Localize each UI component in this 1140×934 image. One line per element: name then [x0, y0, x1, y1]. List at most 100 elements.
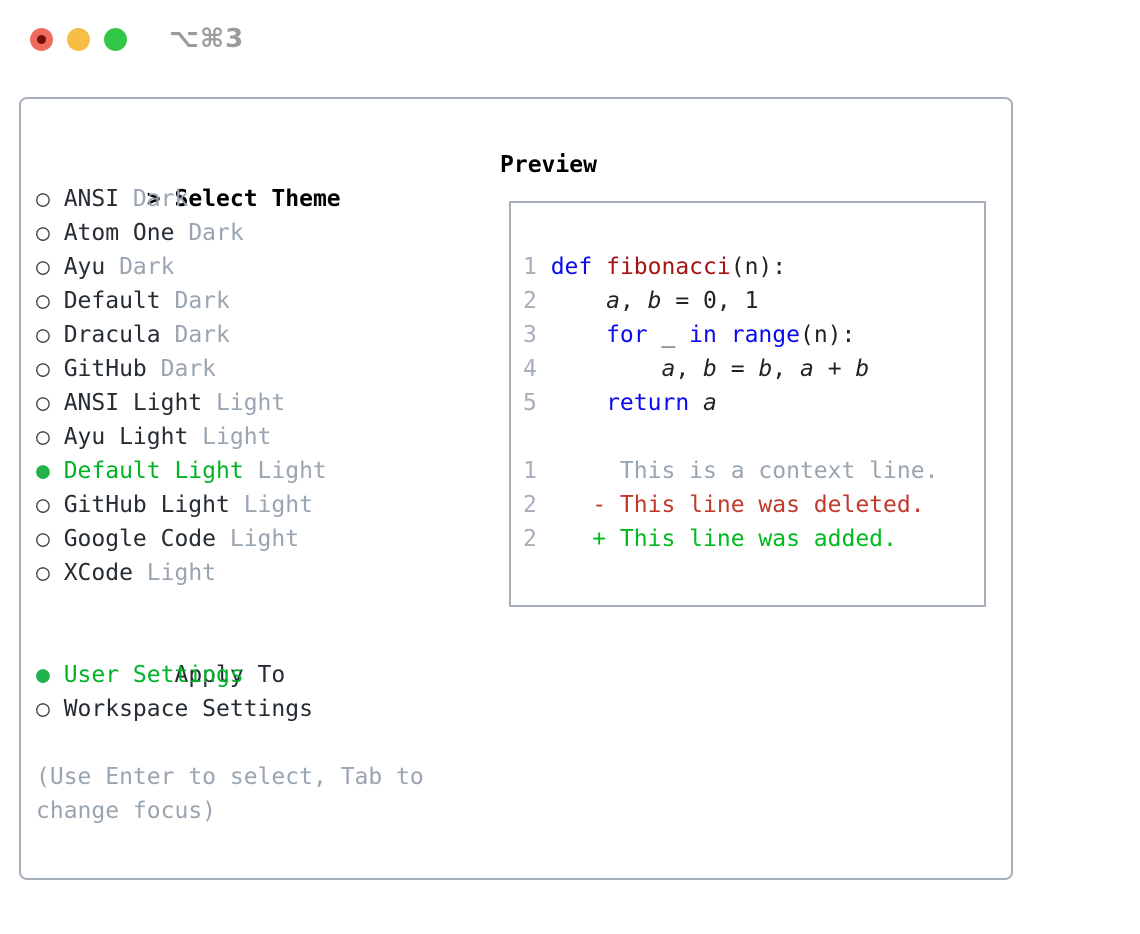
- line-number: 1: [523, 458, 537, 484]
- radio-icon: ○: [36, 288, 50, 314]
- theme-variant: Dark: [174, 288, 230, 314]
- radio-icon: ○: [36, 526, 50, 552]
- apply-option[interactable]: ● User Settings: [36, 658, 488, 692]
- apply-to-header-label: Apply To: [174, 662, 286, 688]
- radio-icon: ○: [36, 186, 50, 212]
- titlebar: ⌥⌘3: [30, 24, 245, 54]
- theme-variant: Light: [146, 560, 217, 586]
- section-spacer: [36, 590, 488, 624]
- code-token: a: [703, 390, 717, 416]
- code-token: b: [855, 356, 870, 382]
- code-token: - This line was deleted.: [550, 492, 925, 518]
- theme-option[interactable]: ○ Dracula Dark: [36, 318, 488, 352]
- radio-icon: ○: [36, 390, 50, 416]
- code-token: [551, 390, 606, 416]
- radio-icon: ○: [36, 424, 50, 450]
- radio-icon: ○: [36, 356, 50, 382]
- radio-selected-icon: ●: [36, 458, 50, 484]
- theme-option[interactable]: ○ XCode Light: [36, 556, 488, 590]
- code-token: b: [647, 288, 662, 314]
- code-token: [689, 390, 703, 416]
- code-token: =: [716, 356, 759, 382]
- hint-text: (Use Enter to select, Tab to change focu…: [36, 764, 424, 824]
- radio-icon: ○: [36, 220, 50, 246]
- minimize-button-icon[interactable]: [67, 27, 90, 51]
- radio-icon: ○: [36, 254, 50, 280]
- preview-code-line: 5 return a: [523, 386, 984, 420]
- code-token: range: [730, 322, 800, 348]
- theme-option[interactable]: ○ Ayu Dark: [36, 250, 488, 284]
- zoom-button-icon[interactable]: [104, 27, 127, 51]
- theme-variant: Dark: [188, 220, 244, 246]
- code-token: This is a context line.: [550, 458, 939, 484]
- theme-option[interactable]: ○ Default Dark: [36, 284, 488, 318]
- theme-variant: Dark: [174, 322, 230, 348]
- theme-option[interactable]: ○ Atom One Dark: [36, 216, 488, 250]
- theme-name: Atom One: [63, 220, 175, 246]
- code-token: a: [606, 288, 620, 314]
- code-token: = 0, 1: [661, 288, 759, 314]
- preview-header: Preview: [500, 152, 597, 178]
- line-number: 3: [523, 322, 537, 348]
- line-number: 2: [523, 492, 537, 518]
- line-number: 2: [523, 288, 537, 314]
- code-token: in: [689, 322, 717, 348]
- code-token: def: [550, 254, 593, 280]
- radio-icon: ○: [36, 322, 50, 348]
- theme-name: Default Light: [63, 458, 244, 484]
- apply-option-label: Workspace Settings: [63, 696, 313, 722]
- code-token: ,: [619, 288, 648, 314]
- theme-variant: Light: [257, 458, 327, 484]
- window-title: ⌥⌘3: [169, 24, 245, 54]
- theme-name: Google Code: [63, 526, 217, 552]
- close-button-icon[interactable]: [30, 27, 53, 51]
- radio-selected-icon: ●: [36, 662, 50, 688]
- theme-name: Default: [63, 288, 161, 314]
- theme-name: Ayu Light: [63, 424, 189, 450]
- code-token: + This line was added.: [550, 526, 897, 552]
- theme-name: ANSI Light: [63, 390, 203, 416]
- theme-name: GitHub Light: [63, 492, 230, 518]
- code-token: [592, 254, 606, 280]
- preview-code-line: 3 for _ in range(n):: [523, 318, 984, 352]
- code-token: (n):: [799, 322, 856, 348]
- radio-icon: ○: [36, 560, 50, 586]
- radio-icon: ○: [36, 492, 50, 518]
- theme-variant: Dark: [119, 254, 175, 280]
- code-token: [551, 322, 606, 348]
- theme-option[interactable]: ○ GitHub Dark: [36, 352, 488, 386]
- section-spacer: [36, 726, 488, 760]
- code-token: a: [661, 356, 676, 382]
- preview-code-line: 4 a, b = b, a + b: [523, 352, 984, 386]
- theme-name: Dracula: [63, 322, 161, 348]
- code-token: a: [800, 356, 814, 382]
- preview-code-line: 1 This is a context line.: [523, 454, 984, 488]
- code-token: ,: [772, 356, 800, 382]
- theme-name: Ayu: [63, 254, 106, 280]
- apply-option[interactable]: ○ Workspace Settings: [36, 692, 488, 726]
- code-token: b: [703, 356, 717, 382]
- preview-code-line: 2 a, b = 0, 1: [523, 284, 984, 318]
- line-number: 1: [523, 254, 537, 280]
- theme-option[interactable]: ● Default Light Light: [36, 454, 488, 488]
- apply-option-label: User Settings: [63, 662, 244, 688]
- code-token: [717, 322, 731, 348]
- theme-name: GitHub: [63, 356, 147, 382]
- theme-variant: Dark: [160, 356, 217, 382]
- theme-variant: Dark: [132, 186, 189, 212]
- radio-icon: ○: [36, 696, 50, 722]
- code-token: (n):: [730, 254, 787, 280]
- line-number: 5: [523, 390, 537, 416]
- theme-name: XCode: [63, 560, 133, 586]
